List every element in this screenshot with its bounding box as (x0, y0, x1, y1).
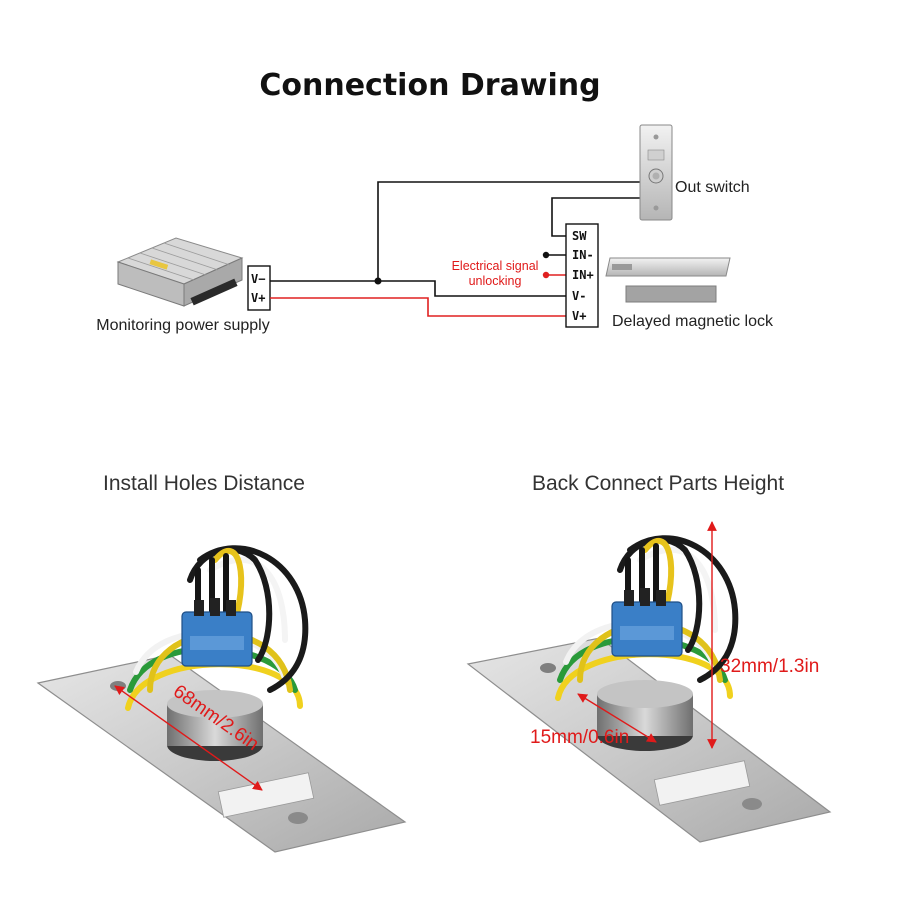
power-supply-terminal-box (247, 265, 271, 311)
wire-to-out-switch (377, 181, 640, 281)
magnetic-lock-label: Delayed magnetic lock (612, 313, 774, 330)
ps-terminal-vplus: V+ (251, 291, 265, 305)
dimension-depth: 15mm/0.6in (530, 727, 629, 748)
in-minus-dot (542, 251, 550, 259)
terminal-in-minus: IN- (572, 248, 594, 262)
electrical-signal-label-line1: Electrical signal (452, 259, 539, 273)
panel-right-caption: Back Connect Parts Height (532, 472, 784, 495)
panel-left-caption: Install Holes Distance (103, 472, 305, 495)
diagram-title: Connection Drawing (259, 68, 600, 103)
terminal-v-minus: V- (572, 289, 586, 303)
dimension-arrow-depth (577, 693, 657, 743)
electrical-signal-label-line2: unlocking (469, 274, 522, 288)
wire-vplus (270, 297, 566, 317)
terminal-in-plus: IN+ (572, 268, 594, 282)
power-supply-label: Monitoring power supply (96, 317, 269, 334)
wire-switch-sw (551, 197, 640, 237)
controller-terminal-block (565, 223, 599, 328)
out-switch-image (639, 124, 673, 221)
exit-button-image-right (466, 535, 832, 843)
power-supply-image (116, 237, 244, 307)
terminal-v-plus: V+ (572, 309, 586, 323)
in-plus-dot (542, 271, 550, 279)
dimension-arrow-holes (114, 685, 263, 791)
dimension-height: 32mm/1.3in (720, 656, 819, 677)
exit-button-image-left (36, 545, 407, 853)
ps-terminal-vminus: V− (251, 272, 265, 286)
wire-vminus (270, 280, 566, 297)
terminal-sw: SW (572, 229, 587, 243)
out-switch-label: Out switch (675, 179, 750, 196)
wire-junction-dot (374, 277, 382, 285)
magnetic-lock-image (605, 257, 731, 303)
